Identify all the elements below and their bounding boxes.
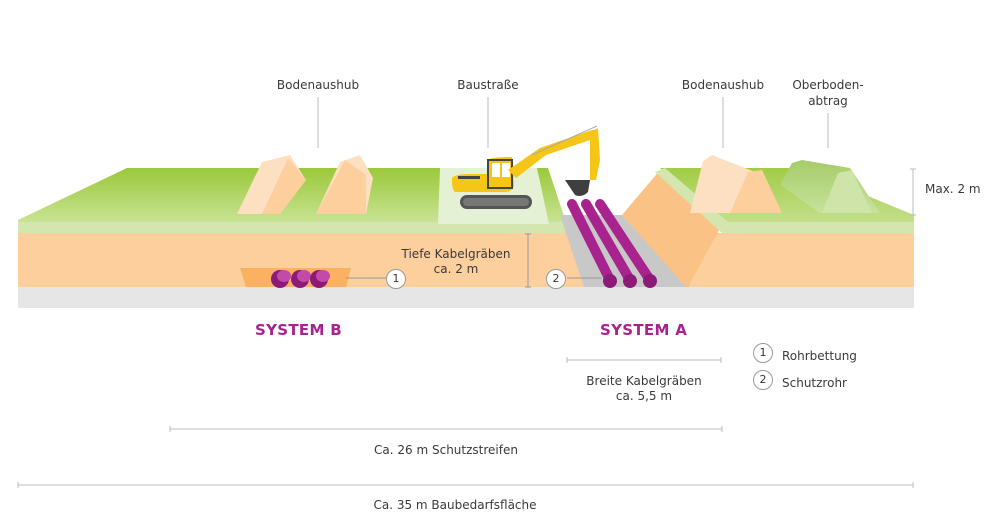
label-wide-trench-line1: Breite Kabelgräben: [586, 374, 702, 388]
label-topsoil-line1: Oberboden-: [792, 78, 864, 92]
label-deep-trench-line2: ca. 2 m: [433, 262, 479, 276]
protection-pipes-system-a: [567, 199, 657, 288]
label-topsoil-line2: abtrag: [808, 94, 848, 108]
label-max-height: Max. 2 m: [925, 182, 981, 196]
label-soil-excavation-right: Bodenaushub: [681, 78, 765, 92]
trench-depth-dimension: [525, 233, 531, 288]
soil-pile-left-2: [316, 155, 373, 214]
protection-pipes-system-b: [271, 270, 330, 288]
topsoil-pile: [780, 160, 880, 213]
system-b-title: SYSTEM B: [255, 321, 342, 339]
label-deep-trench-line1: Tiefe Kabelgräben: [401, 247, 511, 261]
legend-number-1: 1: [753, 343, 773, 363]
callout-pipe-bedding: 1: [386, 269, 406, 289]
protection-strip-dimension: [169, 426, 723, 432]
construction-area-dimension: [17, 482, 914, 488]
trench-width-dimension: [566, 357, 722, 363]
soil-pile-left-1: [237, 155, 306, 214]
grass-strip-left: [18, 222, 566, 233]
bedrock-layer: [18, 287, 914, 308]
label-wide-trench-line2: ca. 5,5 m: [615, 389, 673, 403]
legend-number-2: 2: [753, 370, 773, 390]
system-a-title: SYSTEM A: [600, 321, 688, 339]
max-height-dimension: [910, 168, 916, 216]
label-protection-strip: Ca. 26 m Schutzstreifen: [374, 443, 518, 457]
excavator-icon: [452, 125, 600, 209]
trench-slope: [622, 170, 722, 287]
legend-label-pipe-bedding: Rohrbettung: [782, 349, 857, 363]
soil-pile-right: [690, 155, 782, 213]
callout-protection-pipe: 2: [546, 269, 566, 289]
legend-label-protection-pipe: Schutzrohr: [782, 376, 847, 390]
label-construction-road: Baustraße: [457, 78, 519, 92]
grass-strip-right: [655, 168, 914, 233]
label-construction-area: Ca. 35 m Baubedarfsfläche: [373, 498, 537, 512]
soil-layer: [18, 233, 914, 287]
label-soil-excavation-left: Bodenaushub: [276, 78, 360, 92]
